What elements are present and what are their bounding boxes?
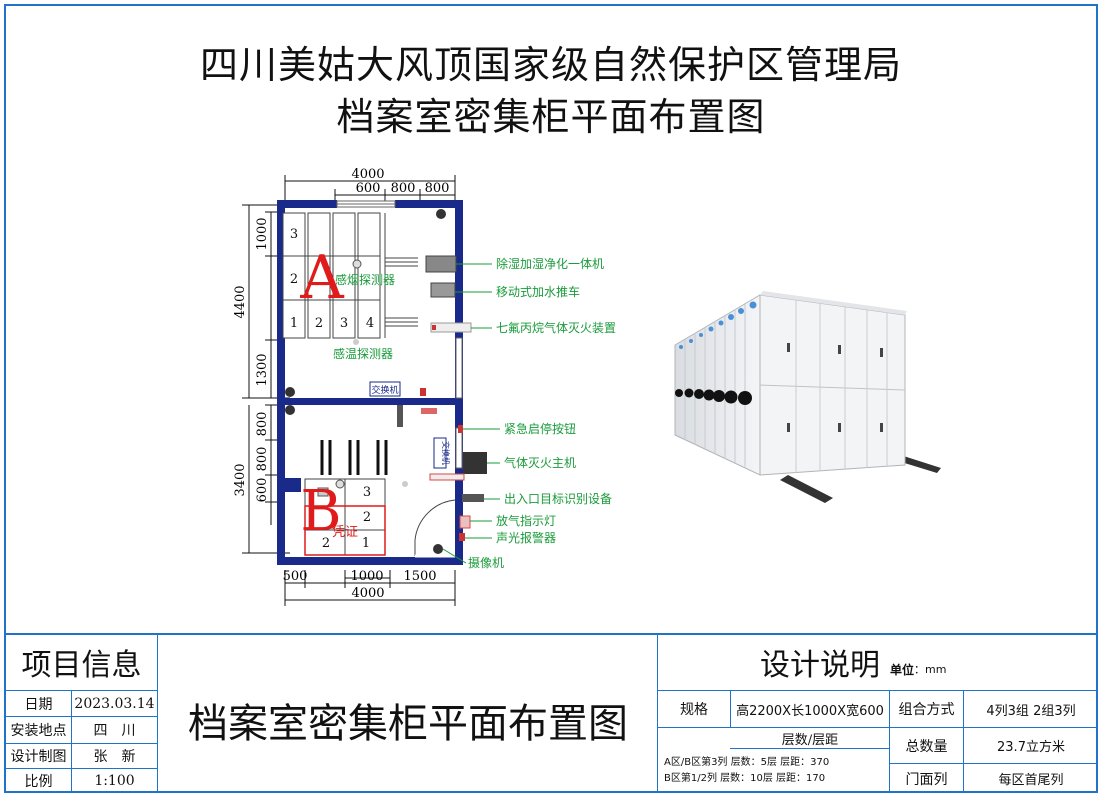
combo-value: 4列3组 2组3列 xyxy=(986,703,1076,719)
zone-b-label-2b: 2 xyxy=(322,536,330,551)
dn-rule-3 xyxy=(889,763,1098,764)
dim-bot-total: 4000 xyxy=(351,586,384,601)
zone-a-label-4: 4 xyxy=(366,316,374,331)
zone-a-label-3b: 3 xyxy=(340,316,348,331)
tb-sep-1 xyxy=(157,633,158,793)
legend-water-cart: 移动式加水推车 xyxy=(496,284,580,299)
dim-left-800b: 800 xyxy=(255,447,270,472)
info-col-sep xyxy=(71,690,72,793)
dim-top-800a: 800 xyxy=(391,181,416,196)
zone-a-label-2: 2 xyxy=(290,272,298,287)
zone-a-devices xyxy=(285,209,446,427)
title-line-2: 档案室密集柜平面布置图 xyxy=(336,95,766,139)
dim-top-600: 600 xyxy=(356,181,381,196)
info-date-value: 2023.03.14 xyxy=(74,695,155,712)
switch-label-vertical: 交换机 xyxy=(441,441,451,465)
dn-col-2 xyxy=(889,690,890,793)
legend-entry-recognition: 出入口目标识别设备 xyxy=(504,492,612,506)
legend-release-lamp: 放气指示灯 xyxy=(496,513,556,528)
info-scale-value: 1:100 xyxy=(94,773,135,789)
dn-col-1 xyxy=(730,690,731,727)
info-scale-label: 比例 xyxy=(24,774,53,790)
door-value: 每区首尾列 xyxy=(998,773,1064,788)
unit-label: 单位 xyxy=(890,662,915,677)
info-rule-2 xyxy=(4,743,157,744)
mobile-shelving-illustration xyxy=(674,291,941,503)
unit-value: ：mm xyxy=(914,663,947,676)
bottom-dimensions xyxy=(284,570,456,606)
dim-top-800b: 800 xyxy=(425,181,450,196)
zone-b-note: 凭证 xyxy=(332,525,358,540)
info-rule-3 xyxy=(4,768,157,769)
zone-b-label-3: 3 xyxy=(363,485,371,500)
top-dimensions xyxy=(284,175,456,202)
legend-dehumidifier: 除湿加湿净化一体机 xyxy=(496,256,604,271)
legend-alarm: 声光报警器 xyxy=(496,530,556,545)
walls xyxy=(277,200,463,565)
info-rule-0 xyxy=(4,690,157,691)
total-label: 总数量 xyxy=(905,738,948,755)
dim-left-4400: 4400 xyxy=(233,285,248,318)
layer-a: A区/B区第3列 层数：5层 层距：370 xyxy=(664,756,830,768)
design-heading: 设计说明 单位 ：mm xyxy=(760,637,960,687)
zone-b-label-2: 2 xyxy=(363,510,371,525)
info-designer-value: 张 新 xyxy=(93,749,136,765)
zone-a-label-2b: 2 xyxy=(315,316,323,331)
dn-rule-2 xyxy=(730,748,889,749)
info-location-label: 安装地点 xyxy=(10,723,67,739)
dn-rule-0 xyxy=(657,690,1098,691)
info-location-value: 四 川 xyxy=(93,723,136,739)
dn-rule-1 xyxy=(657,727,1098,728)
zone-a-label-3: 3 xyxy=(290,227,298,242)
dim-bot-1500: 1500 xyxy=(403,569,436,584)
switch-label: 交换机 xyxy=(371,384,398,396)
legend-gas-host: 气体灭火主机 xyxy=(504,455,576,470)
dim-bot-500: 500 xyxy=(283,569,308,584)
legend-camera: 摄像机 xyxy=(468,555,504,570)
door-label: 门面列 xyxy=(905,771,948,788)
dim-left-3400: 3400 xyxy=(233,463,248,496)
title-line-1: 四川美姑大风顶国家级自然保护区管理局 xyxy=(199,43,902,87)
dim-left-600: 600 xyxy=(255,478,270,503)
dim-left-1300: 1300 xyxy=(255,353,270,386)
info-designer-label: 设计制图 xyxy=(10,749,67,765)
tb-sep-2 xyxy=(657,633,658,793)
info-rule-1 xyxy=(4,716,157,717)
temp-detector-label: 感温探测器 xyxy=(333,346,393,361)
design-heading-text: 设计说明 xyxy=(760,648,880,683)
title-block xyxy=(4,633,1098,793)
legend-emergency-button: 紧急启停按钮 xyxy=(504,421,576,436)
legend-leader-lines xyxy=(442,263,500,564)
zone-a-letter: A xyxy=(299,243,344,313)
drawing-name: 档案室密集柜平面布置图 xyxy=(188,701,628,747)
dn-col-3 xyxy=(963,690,964,793)
dim-left-1000: 1000 xyxy=(255,217,270,250)
floor-plan: 4000 600 800 800 1000 4400 1300 800 800 … xyxy=(233,167,616,606)
spec-label: 规格 xyxy=(680,702,708,718)
dim-bot-1000: 1000 xyxy=(350,569,383,584)
zone-b-label-1: 1 xyxy=(362,536,370,551)
combo-label: 组合方式 xyxy=(898,702,955,718)
info-date-label: 日期 xyxy=(24,696,53,713)
spec-value: 高2200X长1000X宽600 xyxy=(736,703,884,719)
layer-label: 层数/层距 xyxy=(781,732,839,748)
dim-left-800a: 800 xyxy=(255,412,270,437)
layer-b: B区第1/2列 层数：10层 层距：170 xyxy=(664,772,826,784)
total-value: 23.7立方米 xyxy=(997,740,1065,755)
zone-a-label-1: 1 xyxy=(290,316,298,331)
drawing-frame xyxy=(4,4,1098,793)
legend-hfc-extinguisher: 七氟丙烷气体灭火装置 xyxy=(496,320,616,335)
legend-devices xyxy=(425,255,487,554)
zone-b-racks xyxy=(320,440,388,475)
info-heading: 项目信息 xyxy=(21,648,142,683)
smoke-detector-label: 感烟探测器 xyxy=(335,272,395,287)
dim-top-total: 4000 xyxy=(351,167,384,182)
zone-b-letter: B xyxy=(300,479,341,544)
zone-a-cabinets xyxy=(282,212,418,339)
